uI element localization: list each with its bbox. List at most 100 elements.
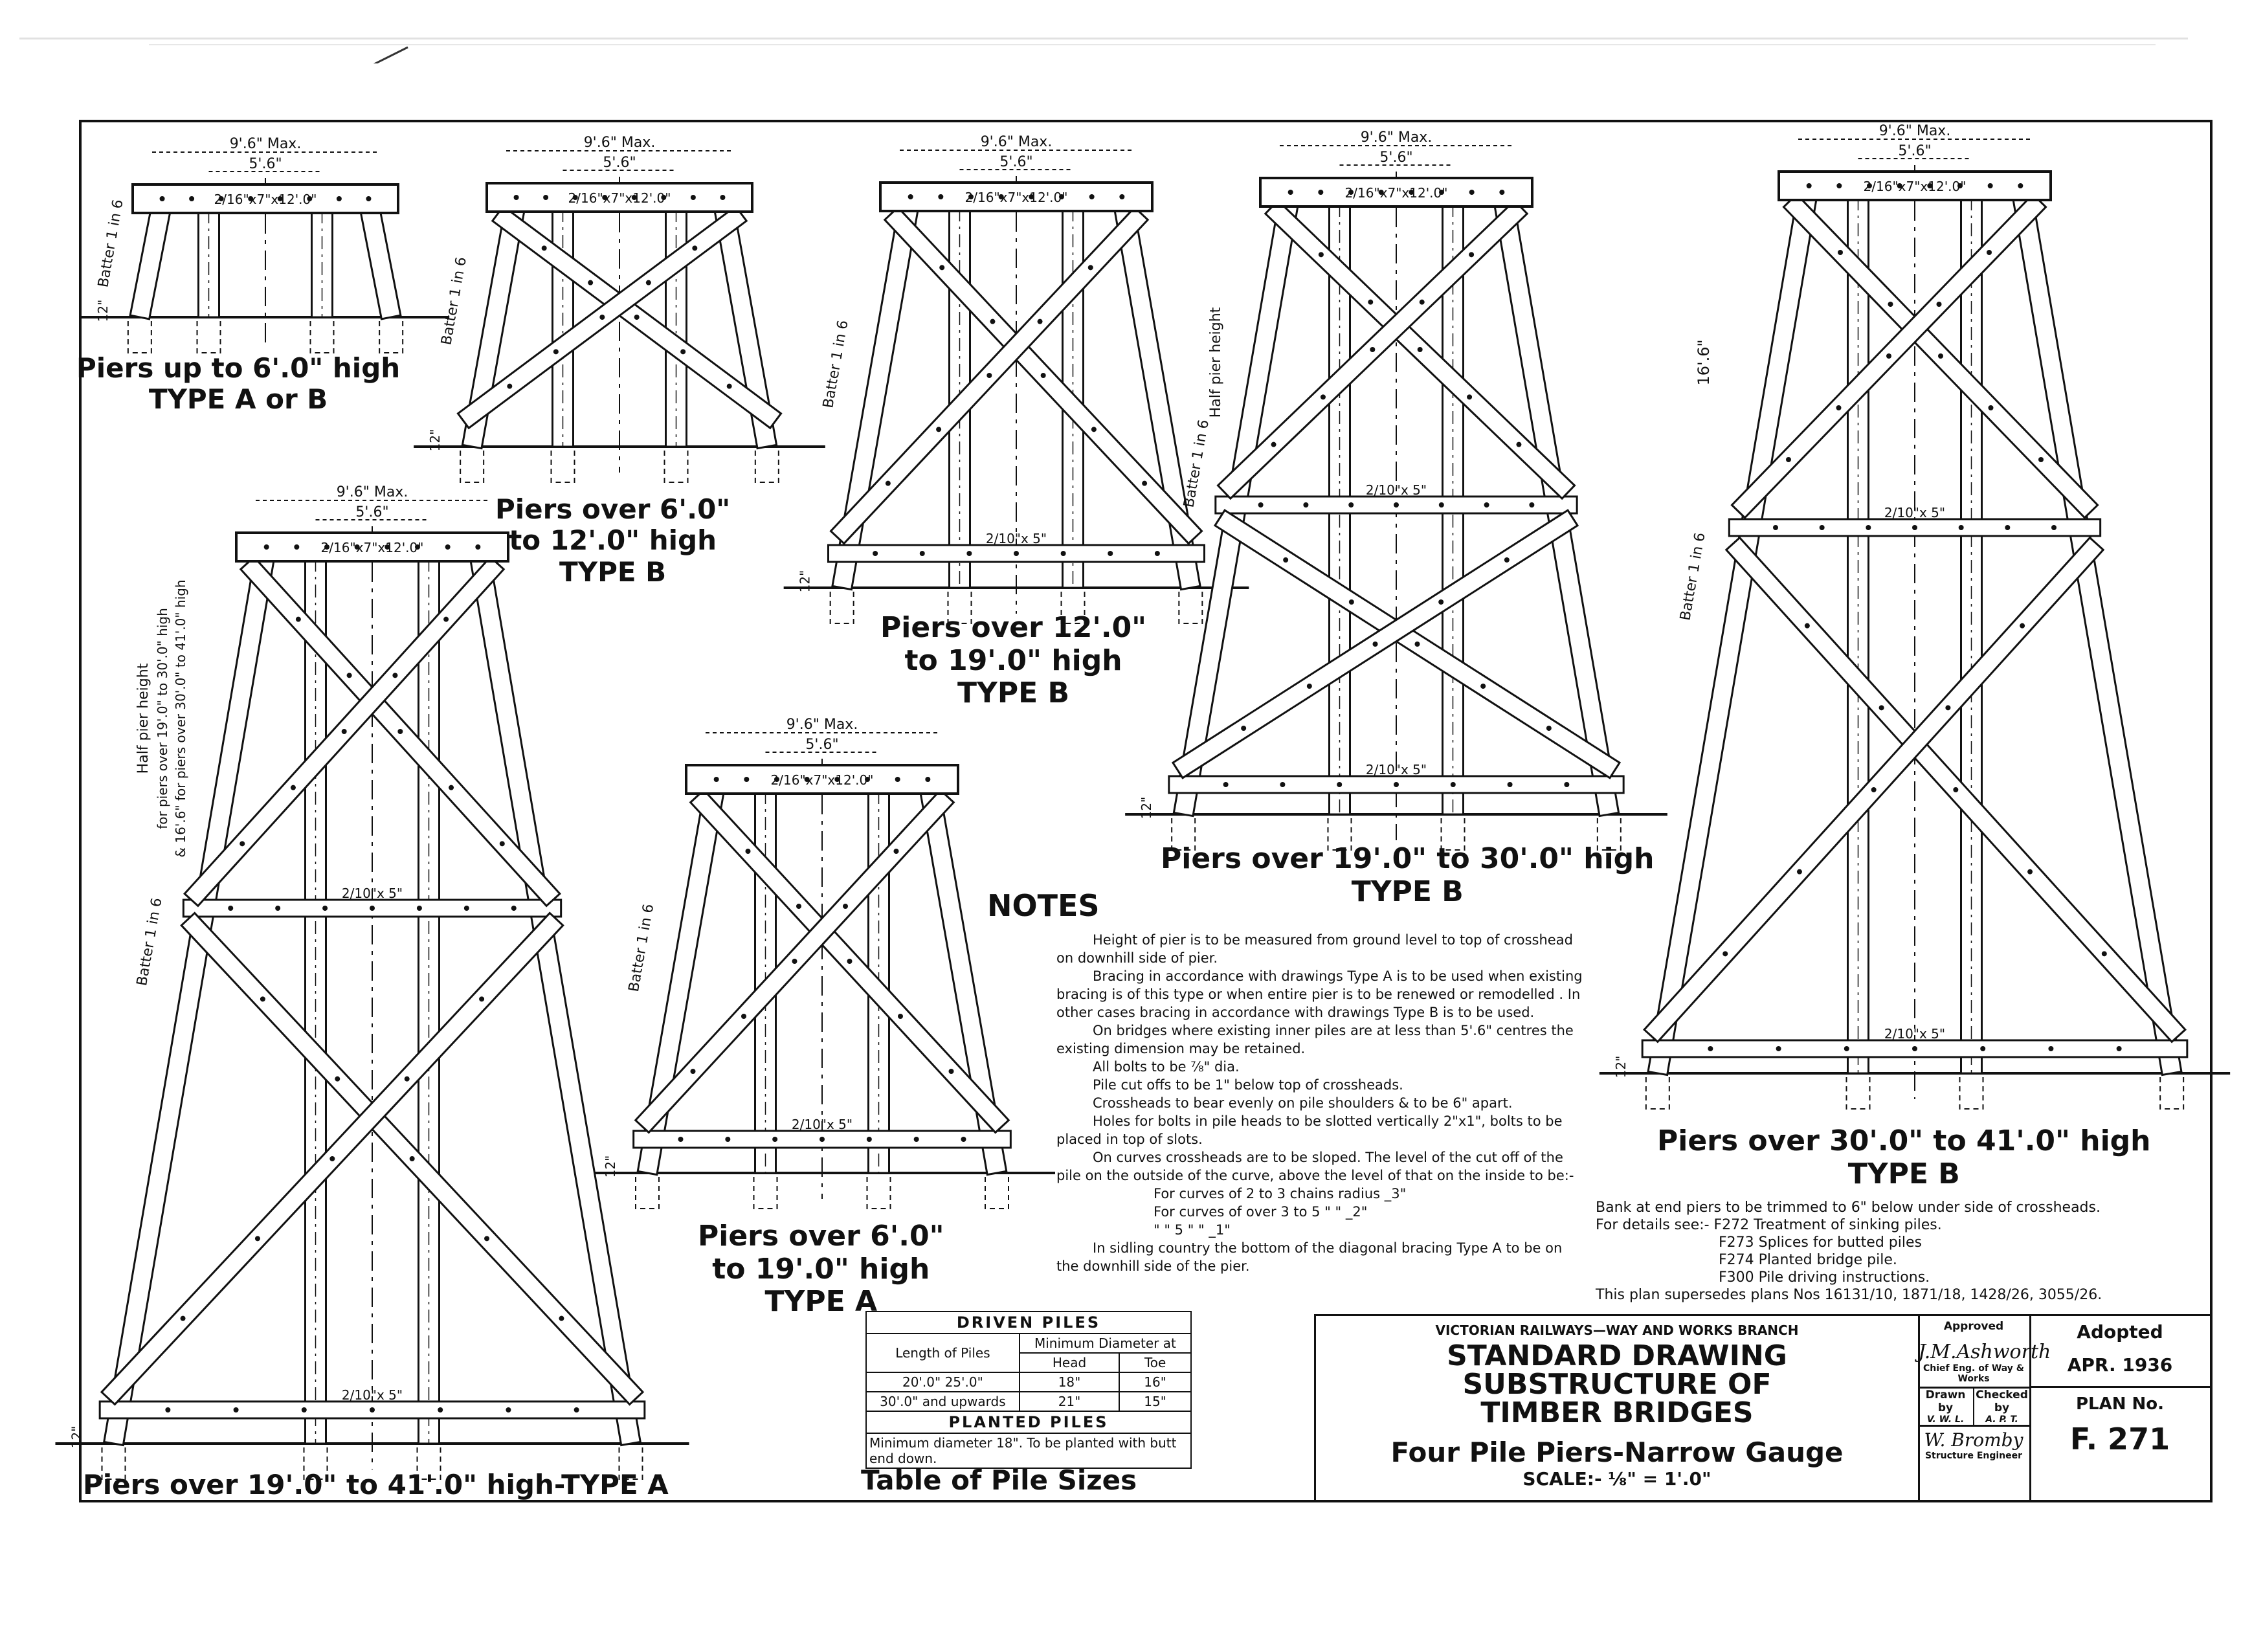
driven-piles-header: DRIVEN PILES bbox=[865, 1311, 1192, 1334]
bolt bbox=[341, 729, 347, 734]
cutoff-dim: 12" bbox=[1139, 797, 1154, 820]
bolt bbox=[898, 1014, 903, 1019]
bolt bbox=[1414, 642, 1420, 647]
max-dim: 9'.6" Max. bbox=[786, 717, 858, 733]
bolt bbox=[1394, 502, 1399, 508]
batter-label: Batter 1 in 6 bbox=[134, 897, 165, 987]
max-dim: 9'.6" Max. bbox=[230, 136, 302, 152]
bolt bbox=[1348, 599, 1354, 605]
bolt bbox=[479, 996, 485, 1002]
notes-title: NOTES bbox=[987, 888, 1100, 923]
half-pier-note: for piers over 19'.0" to 30'.0" high bbox=[155, 608, 170, 829]
bolt bbox=[301, 1407, 307, 1412]
min-dia-header: Minimum Diameter at bbox=[1018, 1333, 1192, 1354]
max-dim: 9'.6" Max. bbox=[584, 135, 656, 151]
bolt bbox=[416, 906, 422, 911]
bolt bbox=[1888, 302, 1893, 307]
bolt bbox=[713, 777, 719, 782]
bolt bbox=[1546, 726, 1552, 731]
bolt bbox=[449, 785, 454, 790]
batter-label: Batter 1 in 6 bbox=[626, 903, 657, 994]
bolt bbox=[1439, 190, 1444, 195]
note-item: On bridges where existing inner piles ar… bbox=[1056, 1023, 1574, 1056]
note-item: In sidling country the bottom of the dia… bbox=[1056, 1240, 1563, 1274]
bolt bbox=[1258, 502, 1264, 508]
bolt bbox=[1897, 183, 1902, 188]
pier-3: 2/10"x 5"2/16"x7"x12'.0"9'.6" Max.5'.6"B… bbox=[783, 134, 1249, 624]
bolt bbox=[1480, 684, 1486, 689]
bolt bbox=[1419, 299, 1425, 305]
bolt bbox=[1306, 684, 1312, 689]
crosshead bbox=[485, 182, 753, 213]
brace-dim: 2/10"x 5" bbox=[986, 531, 1047, 546]
bolt bbox=[277, 196, 283, 201]
brace-dim: 2/10"x 5" bbox=[342, 886, 403, 901]
bolt bbox=[720, 195, 726, 200]
bolt bbox=[885, 480, 891, 486]
bolt bbox=[1119, 194, 1125, 199]
batter-label: Batter 1 in 6 bbox=[1677, 531, 1708, 622]
bolt bbox=[1059, 194, 1064, 199]
pile-toe bbox=[1645, 1073, 1670, 1110]
bolt bbox=[1223, 782, 1229, 787]
crosshead-dim: 2/16"x7"x12'.0" bbox=[321, 540, 424, 555]
signature-chief: J.M.Ashworth bbox=[1918, 1341, 2051, 1363]
pile-toe bbox=[1845, 1073, 1871, 1110]
bolt bbox=[1037, 318, 1043, 324]
crosshead bbox=[1778, 170, 2052, 201]
half-pier-label: Half pier height bbox=[135, 663, 151, 774]
brace-dim: 2/10"x 5" bbox=[1366, 762, 1427, 777]
bolt bbox=[961, 1137, 966, 1142]
bolt bbox=[572, 195, 578, 200]
bolt bbox=[588, 280, 594, 285]
crosshead bbox=[685, 764, 959, 795]
inner-dim: 5'.6" bbox=[1898, 143, 1931, 159]
crosshead-dim: 2/16"x7"x12'.0" bbox=[1864, 179, 1967, 194]
bolt bbox=[990, 318, 996, 324]
bolt bbox=[1806, 183, 1812, 188]
bolt bbox=[2018, 183, 2023, 188]
pile-toe bbox=[866, 1172, 891, 1209]
crosshead-dim: 2/16"x7"x12'.0" bbox=[214, 192, 317, 207]
bolt bbox=[165, 1407, 171, 1412]
bolt bbox=[1154, 551, 1160, 556]
bolt bbox=[1469, 190, 1475, 195]
bolt bbox=[692, 245, 698, 251]
bolt bbox=[475, 544, 481, 550]
bolt bbox=[913, 1137, 919, 1142]
bolt bbox=[1378, 190, 1384, 195]
max-dim: 9'.6" Max. bbox=[337, 484, 408, 500]
half-pier-dim: 16'.6" bbox=[1695, 339, 1713, 385]
bolt bbox=[329, 1156, 335, 1161]
bolt bbox=[189, 196, 195, 201]
bolt bbox=[865, 777, 870, 782]
pile-toe bbox=[1178, 587, 1203, 624]
bolt bbox=[725, 1137, 731, 1142]
bolt bbox=[1060, 551, 1066, 556]
bolt bbox=[1318, 252, 1324, 258]
pier7-label: Piers over 19'.0" to 41'.0" high-TYPE A bbox=[83, 1469, 669, 1501]
bolt bbox=[1348, 190, 1354, 195]
bolt bbox=[366, 196, 372, 201]
pile-toe bbox=[985, 1172, 1009, 1209]
pile-toe bbox=[196, 317, 221, 353]
bolt bbox=[804, 777, 810, 782]
bolt bbox=[1271, 441, 1276, 447]
pier-5: 2/10"x 5"2/10"x 5"2/16"x7"x12'.0"9'.6" M… bbox=[1599, 123, 2231, 1110]
bolt bbox=[744, 777, 750, 782]
pile-toe bbox=[127, 317, 152, 353]
bolt bbox=[834, 777, 840, 782]
bolt bbox=[1337, 782, 1343, 787]
plan-number: F. 271 bbox=[2069, 1422, 2170, 1457]
inner-dim: 5'.6" bbox=[603, 155, 636, 171]
bolt bbox=[1867, 183, 1872, 188]
bolt bbox=[1987, 183, 1993, 188]
bolt bbox=[919, 551, 925, 556]
bolt bbox=[968, 194, 974, 199]
bolt bbox=[1866, 525, 1871, 530]
bolt bbox=[1438, 599, 1444, 605]
bolt bbox=[354, 544, 360, 550]
bolt bbox=[726, 383, 732, 389]
bolt bbox=[484, 1236, 490, 1242]
